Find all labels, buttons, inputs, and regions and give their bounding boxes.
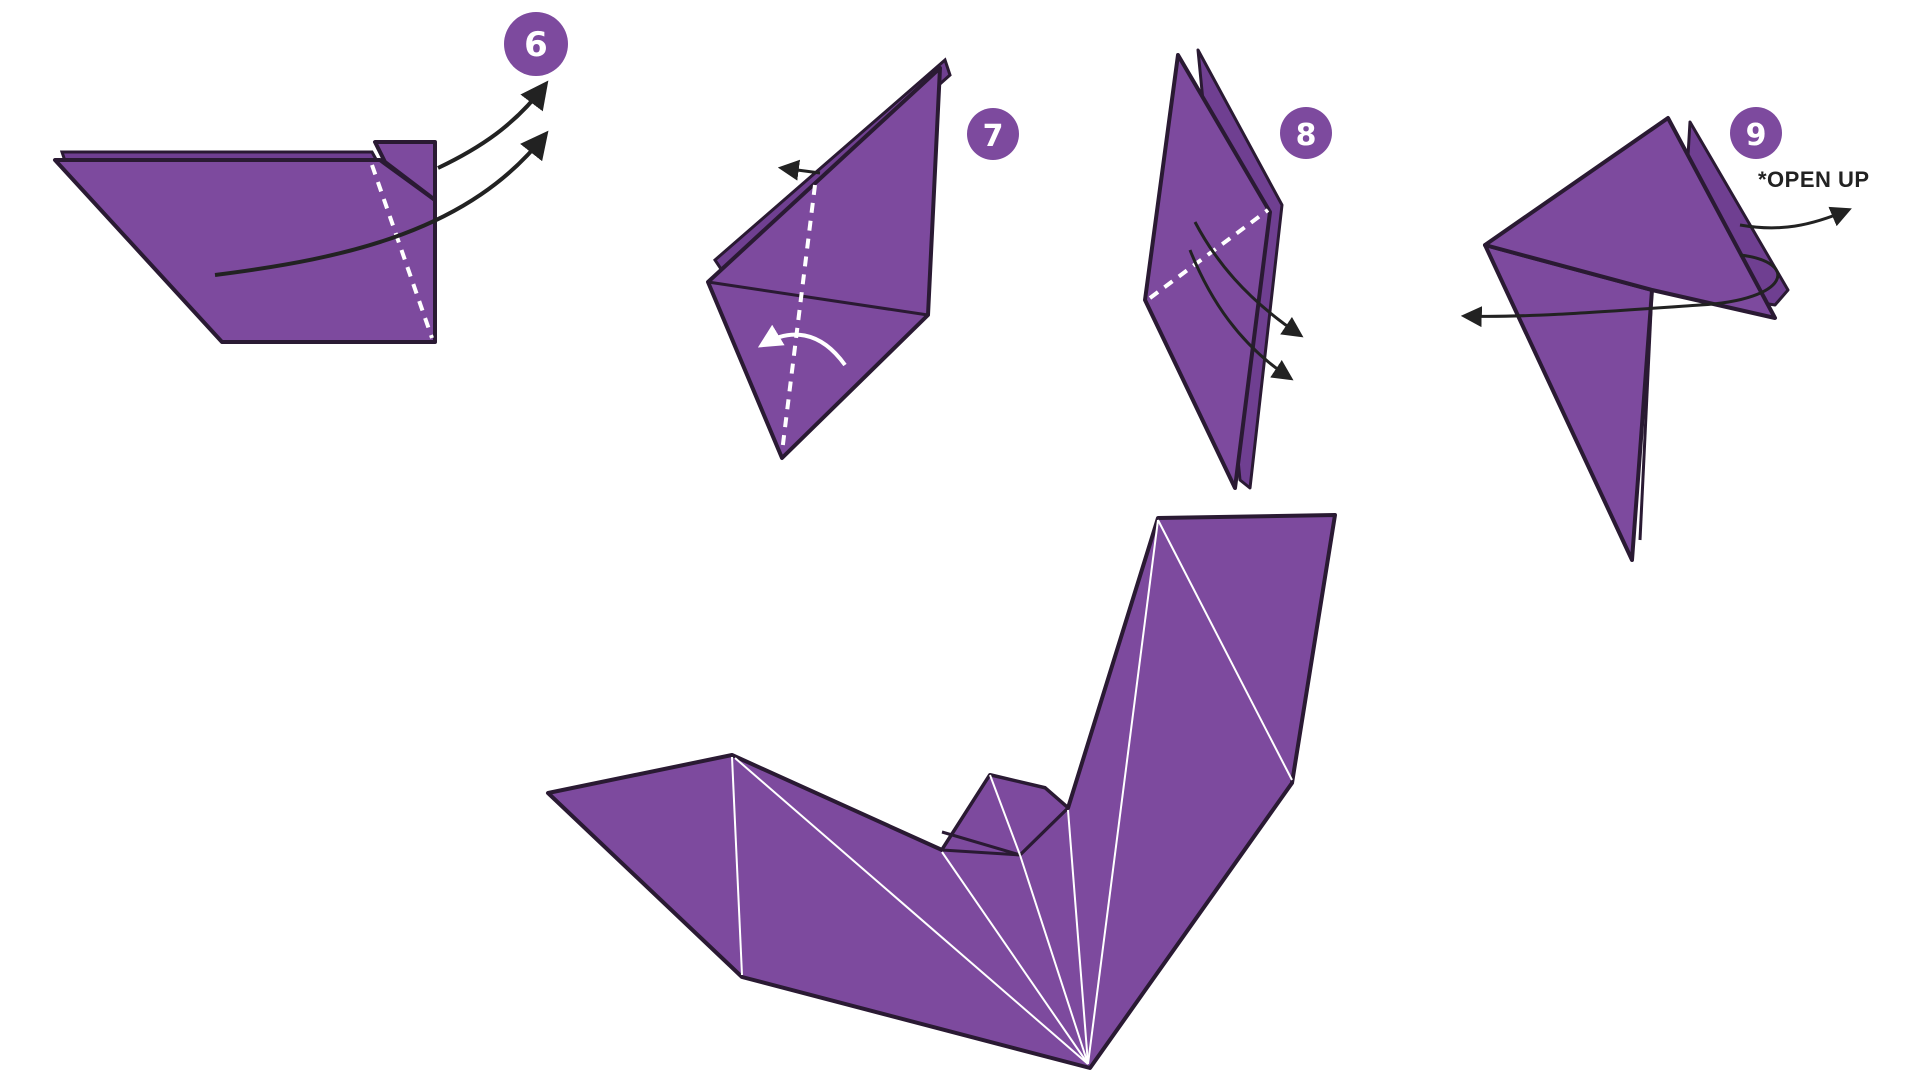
step-8-number: 8 xyxy=(1296,118,1317,153)
finished-bat-illustration xyxy=(546,513,1337,1070)
step-6-illustration: 6 xyxy=(53,12,568,344)
step-8-illustration: 8 xyxy=(1143,48,1332,490)
step-9-number: 9 xyxy=(1746,118,1767,153)
step-7-badge xyxy=(967,108,1019,160)
step-7-folded-paper xyxy=(706,66,942,460)
step-9-badge xyxy=(1730,107,1782,159)
step-9-upper-wing xyxy=(1483,116,1777,320)
bat-wing-creases xyxy=(731,519,1293,1065)
step-7-number: 7 xyxy=(983,119,1004,154)
wing-crease-right-2 xyxy=(1157,519,1293,781)
step-7-small-arrow xyxy=(777,159,821,181)
step-7-rotate-arrow xyxy=(757,324,847,367)
step-9-illustration: 9 *OPEN UP xyxy=(1460,107,1870,562)
step-6-folded-paper xyxy=(53,158,437,344)
step-9-rotate-arrow xyxy=(1460,253,1780,328)
wing-crease-left-1 xyxy=(731,756,743,976)
bat-head-crease xyxy=(989,774,1021,856)
step-9-open-arrow xyxy=(1739,206,1852,230)
step-9-inner-edge xyxy=(1638,289,1654,541)
step-6-number: 6 xyxy=(524,25,548,65)
step-7-illustration: 7 xyxy=(706,57,1019,460)
step-6-fold-arrow-upper xyxy=(437,80,549,170)
step-9-note: *OPEN UP xyxy=(1758,167,1870,192)
wing-crease-left-3 xyxy=(941,851,1089,1065)
step-8-badge xyxy=(1280,107,1332,159)
bat-body xyxy=(546,513,1337,1070)
step-8-crease-line xyxy=(1148,208,1270,300)
step-7-crease-line xyxy=(780,184,817,453)
step-8-fold-arrow-lower xyxy=(1188,249,1294,381)
step-6-fold-arrow-lower xyxy=(214,130,549,277)
step-8-folded-paper xyxy=(1143,53,1272,490)
step-6-badge xyxy=(504,12,568,76)
wing-crease-center-2 xyxy=(1067,809,1089,1065)
step-7-inner-edge xyxy=(707,280,929,317)
wing-crease-right-1 xyxy=(1087,519,1159,1065)
step-8-fold-arrow-upper xyxy=(1193,221,1304,338)
step-6-top-flap xyxy=(373,140,437,202)
wing-crease-center-1 xyxy=(1019,854,1089,1065)
wing-crease-left-2 xyxy=(734,757,1089,1065)
step-9-lower-wing xyxy=(1483,243,1654,562)
step-6-crease-line xyxy=(370,164,434,339)
